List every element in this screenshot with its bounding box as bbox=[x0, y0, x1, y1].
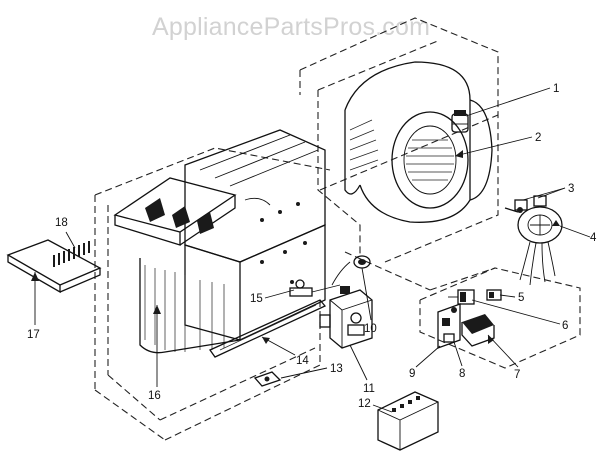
gasket bbox=[253, 371, 282, 387]
filter-panel bbox=[6, 239, 102, 294]
burner-rail bbox=[209, 299, 327, 358]
relay bbox=[448, 289, 475, 305]
callout-3: 3 bbox=[568, 183, 574, 195]
callout-7: 7 bbox=[514, 369, 520, 381]
capacitor-bracket bbox=[451, 110, 469, 133]
callout-12: 12 bbox=[358, 398, 371, 410]
leader-arrowheads bbox=[31, 150, 560, 344]
blower-motor bbox=[504, 195, 563, 286]
heat-exchanger bbox=[139, 129, 326, 354]
callout-8: 8 bbox=[459, 368, 465, 380]
igniter-assembly bbox=[289, 279, 341, 297]
transformer bbox=[461, 314, 495, 347]
control-module bbox=[377, 391, 439, 451]
callout-5: 5 bbox=[518, 292, 524, 304]
callout-11: 11 bbox=[363, 383, 375, 395]
control-bracket bbox=[437, 303, 461, 349]
callout-18: 18 bbox=[55, 217, 68, 229]
blower-wheel-assembly bbox=[344, 61, 493, 223]
callout-numbers: 1 2 3 4 5 6 7 8 9 10 11 12 13 14 15 16 1… bbox=[27, 83, 597, 410]
callout-16: 16 bbox=[148, 390, 161, 402]
callout-10: 10 bbox=[364, 323, 377, 335]
leader-lines bbox=[34, 87, 591, 413]
callout-6: 6 bbox=[562, 320, 568, 332]
vent-collector bbox=[113, 177, 237, 246]
watermark-text: AppliancePartsPros.com bbox=[152, 13, 430, 41]
callout-1: 1 bbox=[553, 83, 559, 95]
callout-13: 13 bbox=[330, 363, 343, 375]
limit-switch bbox=[486, 289, 502, 301]
heat-exchanger-holes bbox=[260, 202, 307, 284]
gas-valve bbox=[319, 286, 373, 349]
callout-15: 15 bbox=[250, 293, 263, 305]
callout-17: 17 bbox=[27, 329, 40, 341]
callout-14: 14 bbox=[296, 355, 309, 367]
callout-2: 2 bbox=[535, 132, 541, 144]
callout-9: 9 bbox=[409, 368, 415, 380]
callout-4: 4 bbox=[590, 232, 597, 244]
